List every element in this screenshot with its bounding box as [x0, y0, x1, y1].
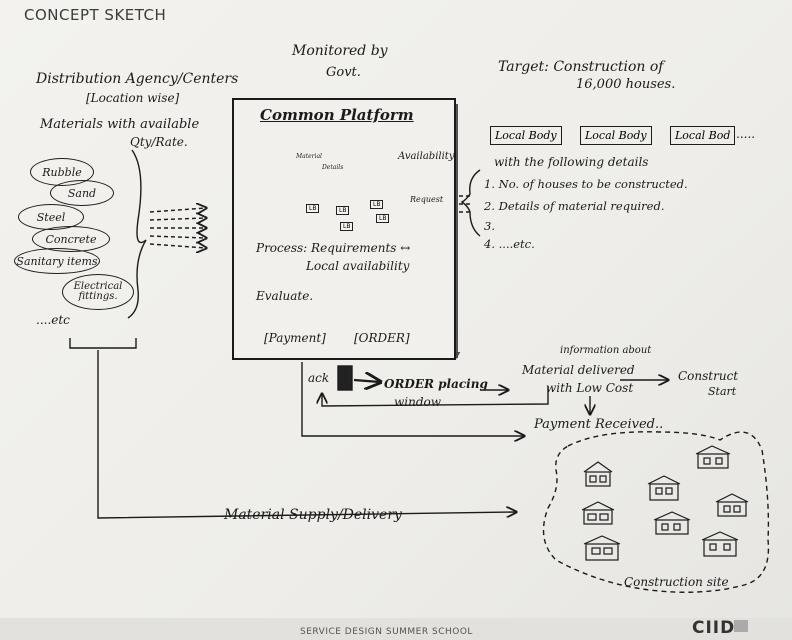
detail-item-3: 3.	[484, 219, 495, 233]
materials-heading: Materials with available	[40, 117, 200, 132]
low-cost: with Low Cost	[546, 381, 634, 395]
detail-item-2: 2. Details of material required.	[484, 199, 665, 213]
request-label: Request	[410, 195, 444, 204]
local-body-trail: .....	[736, 127, 756, 141]
info-note: information about	[560, 345, 652, 356]
construct-start: Start	[708, 385, 737, 398]
evaluate-label: Evaluate.	[256, 289, 314, 303]
monitor-govt: Govt.	[326, 65, 361, 80]
supply-label: Material Supply/Delivery	[224, 507, 402, 523]
construct-label: Construct	[678, 369, 739, 383]
lb-tag: LB	[336, 206, 350, 215]
ack-label: ack	[308, 371, 330, 385]
local-body-3: Local Bod	[670, 126, 736, 145]
local-availability: Local availability	[306, 259, 410, 273]
materials-heading-2: Qty/Rate.	[130, 135, 188, 149]
process-label: Process: Requirements ↔	[256, 241, 411, 255]
availability-label: Availability	[398, 151, 455, 162]
detail-item-1: 1. No. of houses to be constructed.	[484, 177, 688, 191]
cloud-label-material: Material	[296, 153, 322, 160]
material-sand: Sand	[50, 180, 114, 206]
footer-bar	[0, 618, 792, 640]
footer-school: SERVICE DESIGN SUMMER SCHOOL	[300, 627, 473, 637]
lb-tag: LB	[306, 204, 320, 213]
payment-button[interactable]: [Payment]	[264, 331, 326, 345]
platform-title: Common Platform	[260, 106, 414, 124]
construction-site-label: Construction site	[624, 575, 729, 589]
order-window-label: ORDER placing	[384, 377, 488, 391]
order-window-label-2: window	[394, 395, 442, 409]
material-electrical: Electrical fittings.	[62, 274, 134, 310]
ciid-logo: CIID	[692, 618, 736, 638]
details-heading: with the following details	[494, 155, 649, 169]
distribution-title: Distribution Agency/Centers	[36, 71, 239, 87]
detail-item-4: 4. ....etc.	[484, 237, 535, 251]
materials-etc: ....etc	[36, 313, 70, 327]
local-body-1: Local Body	[490, 126, 562, 145]
page-title: CONCEPT SKETCH	[24, 6, 167, 24]
lb-tag: LB	[340, 222, 354, 231]
material-sanitary: Sanitary items	[14, 248, 100, 274]
local-body-2: Local Body	[580, 126, 652, 145]
material-delivered: Material delivered	[522, 363, 635, 377]
order-button[interactable]: [ORDER]	[354, 331, 410, 345]
target-label: Target: Construction of	[498, 59, 664, 75]
target-count: 16,000 houses.	[576, 77, 676, 92]
logo-mark-icon	[734, 620, 748, 632]
monitor-label: Monitored by	[292, 43, 388, 59]
house-icons	[581, 445, 749, 561]
payment-received: Payment Received..	[534, 417, 664, 432]
lb-tag: LB	[370, 200, 384, 209]
distribution-subtitle: [Location wise]	[86, 91, 180, 105]
lb-tag: LB	[376, 214, 390, 223]
cloud-label-details: Details	[322, 164, 344, 171]
